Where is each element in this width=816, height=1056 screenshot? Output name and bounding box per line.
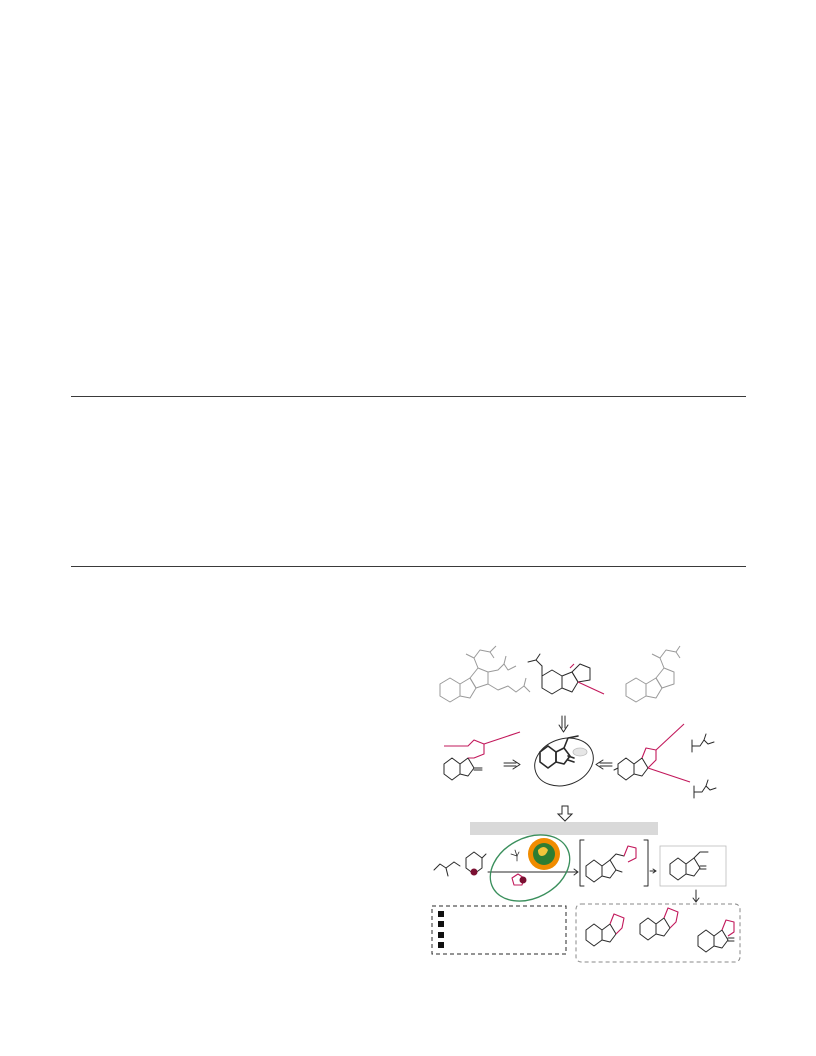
product-box [659, 845, 727, 887]
conditions-legend-box [431, 905, 567, 955]
legend-bullet-3 [438, 932, 444, 938]
retro-arrow-down-1 [558, 715, 569, 733]
reagent-fragments [691, 733, 717, 799]
products-dashed-box [575, 903, 741, 963]
top-section-rule [71, 396, 746, 397]
fragment-right [613, 723, 691, 783]
retro-arrow-left [595, 759, 613, 770]
legend-bullet-2 [438, 921, 444, 927]
product-b [639, 907, 679, 941]
product-c [697, 919, 735, 953]
starting-material [433, 851, 487, 877]
natural-product-center [527, 653, 605, 695]
key-intermediate-ellipse [534, 735, 594, 787]
bottom-section-rule [71, 566, 746, 567]
photocatalysis-ellipse [489, 834, 571, 902]
scheme-svg [431, 645, 741, 963]
graphical-abstract-scheme [428, 640, 748, 970]
product-a [585, 913, 625, 947]
natural-product-right [625, 645, 681, 703]
forward-synthesis-arrow [556, 805, 574, 822]
retro-arrow-right [503, 759, 521, 770]
legend-bullet-1 [438, 911, 444, 917]
method-banner [470, 822, 658, 835]
legend-bullet-4 [438, 942, 444, 948]
radical-intermediate-bracket [579, 839, 649, 887]
fragment-left [443, 731, 521, 781]
natural-product-left [439, 645, 531, 703]
